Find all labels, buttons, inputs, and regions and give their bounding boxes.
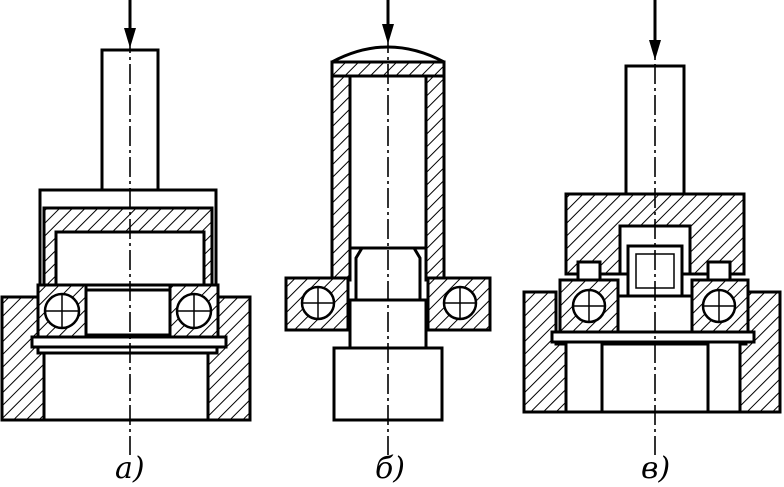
bearing-inner-gap xyxy=(84,288,172,337)
figure-a: а) xyxy=(0,0,252,486)
caption-a: а) xyxy=(115,451,145,486)
housing-v-left xyxy=(522,290,568,414)
figure-b: б) xyxy=(284,0,492,486)
sleeve-wall-right xyxy=(424,60,446,282)
sleeve-wall-left xyxy=(330,60,352,282)
support-plate-v xyxy=(550,330,756,344)
caption-v: в) xyxy=(641,451,670,486)
caption-b: б) xyxy=(375,451,405,486)
figure-v: в) xyxy=(522,0,782,486)
support-plate xyxy=(30,335,228,349)
dome-cap xyxy=(331,45,445,64)
